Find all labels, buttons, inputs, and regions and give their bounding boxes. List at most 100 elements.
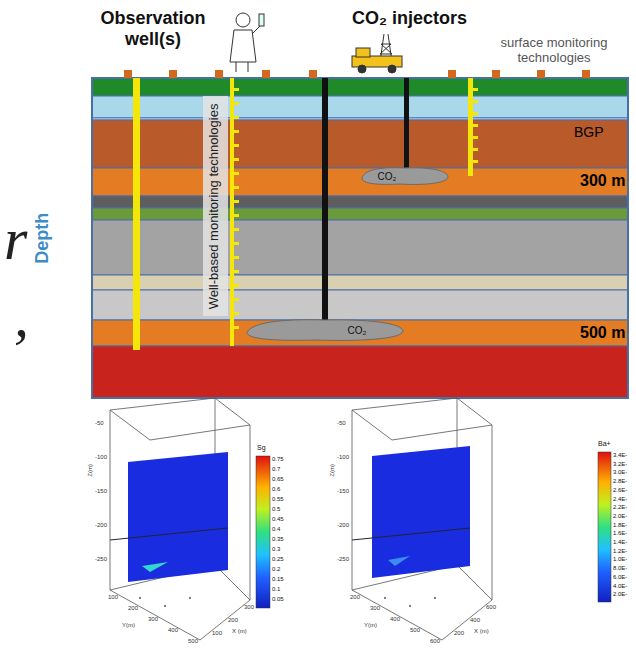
drawing-part	[230, 13, 264, 72]
label: 300	[244, 604, 254, 611]
label: 0.1	[272, 586, 280, 593]
drawing-part	[110, 410, 250, 440]
drawing-part	[133, 78, 140, 350]
label: 400	[390, 616, 400, 623]
label: 2.0E-	[613, 591, 627, 598]
label: Z(m)	[329, 464, 336, 477]
drawing-part	[448, 70, 456, 78]
drawing-part	[247, 320, 403, 341]
drawing-part	[473, 160, 478, 163]
label: 2.0E-	[613, 513, 627, 520]
label: CO₂ injectors	[352, 8, 467, 29]
drawing-part	[234, 312, 239, 315]
label: 500	[188, 638, 198, 645]
drawing-part	[473, 112, 478, 115]
drawing-part	[356, 48, 370, 57]
label: 2.4E-	[613, 496, 627, 503]
label: 100	[212, 630, 222, 637]
drawing-part	[110, 528, 228, 540]
drawing-part	[230, 30, 256, 62]
label: 0.15	[272, 576, 284, 583]
label: 6.0E-	[613, 574, 627, 581]
drawing-part	[234, 228, 239, 231]
drawing-part	[92, 290, 628, 320]
drawing-part	[110, 398, 250, 640]
drawing-part	[92, 78, 628, 398]
label: Depth	[32, 213, 53, 264]
drawing-part	[139, 597, 141, 599]
label: 0.45	[272, 516, 284, 523]
drawing-part	[236, 13, 250, 27]
drawing-part	[92, 346, 628, 398]
label: 0.3	[272, 546, 280, 553]
drawing-part	[473, 136, 478, 139]
label: 600	[430, 638, 440, 645]
drawing-part	[384, 597, 386, 599]
label: 0.65	[272, 476, 284, 483]
drawing-part	[352, 398, 492, 600]
co2-plume: CO₂	[245, 318, 405, 342]
label: 200	[454, 630, 464, 637]
drawing-part	[124, 70, 132, 78]
drawing-part	[259, 14, 264, 26]
drawing-part	[92, 96, 628, 118]
label: -250	[337, 556, 349, 563]
drawing-part	[234, 298, 239, 301]
drawing-part	[124, 70, 590, 78]
drawing-part	[404, 78, 409, 170]
label: 500	[410, 627, 420, 634]
drawing-part	[92, 78, 628, 398]
label: -50	[337, 420, 346, 427]
drawing-part	[169, 70, 177, 78]
label: 1.0E-	[613, 556, 627, 563]
drawing-part	[92, 320, 628, 346]
label: 400	[168, 627, 178, 634]
label: 0.7	[272, 466, 280, 473]
label: Y(m)	[364, 622, 377, 629]
drawing-part	[234, 214, 239, 217]
drawing-part	[234, 88, 239, 329]
label: 1.8E-	[613, 522, 627, 529]
label: 0.55	[272, 496, 284, 503]
drawing-part	[234, 172, 239, 175]
drawing-part	[473, 88, 478, 163]
drawing-part	[164, 605, 166, 607]
drawing-part	[234, 326, 239, 329]
co2-plume: CO₂	[360, 166, 450, 186]
label: -200	[95, 522, 107, 529]
label: r	[4, 205, 27, 274]
label: 200	[228, 617, 238, 624]
label: 4.0E-	[613, 583, 627, 590]
label: Z(m)	[87, 464, 94, 477]
drawing-part	[139, 597, 191, 607]
label: -150	[95, 488, 107, 495]
drawing-part	[234, 158, 239, 161]
label: X (m)	[232, 628, 247, 635]
label: -100	[337, 454, 349, 461]
drawing-part	[256, 456, 270, 608]
drawing-part	[189, 597, 191, 599]
drawing-part	[434, 597, 436, 599]
drawing-part	[203, 96, 228, 316]
label: 3.0E-	[613, 469, 627, 476]
drawing-part	[110, 398, 250, 640]
drawing-part	[234, 284, 239, 287]
drawing-part	[128, 452, 228, 582]
label: 0.05	[272, 596, 284, 603]
plume-label: CO₂	[378, 171, 397, 182]
drawing-part	[352, 398, 492, 640]
label: 0.6	[272, 486, 280, 493]
drawing-part	[362, 168, 448, 185]
drawing-part	[92, 120, 628, 168]
drawing-part	[473, 124, 478, 127]
label: Sg	[257, 444, 266, 452]
drawing-part	[537, 70, 545, 78]
label: 2.8E-	[613, 478, 627, 485]
drawing-part	[492, 70, 500, 78]
label: 1.4E-	[613, 539, 627, 546]
drawing-part	[409, 605, 411, 607]
label: ,	[14, 282, 29, 351]
label: 200	[350, 594, 360, 601]
drawing-part	[234, 116, 239, 119]
label: 300 m	[580, 172, 625, 190]
